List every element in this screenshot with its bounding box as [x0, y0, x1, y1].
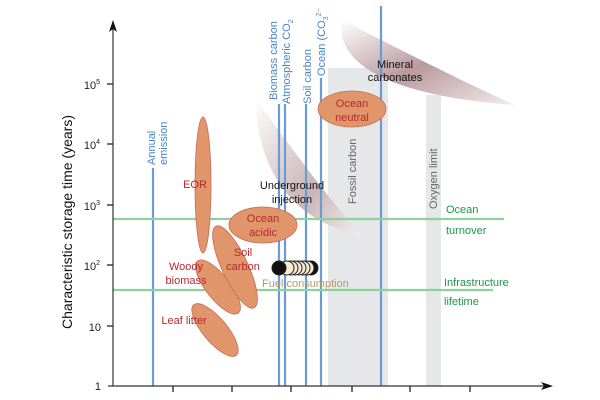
biomass-carbon-label: Biomass carbon [268, 21, 280, 100]
ytick-label: 1 [95, 381, 101, 393]
y-axis-label: Characteristic storage time (years) [59, 115, 75, 329]
ocean-neutral-ellipse [317, 90, 387, 128]
leaf-litter-label: Leaf litter [161, 315, 207, 327]
underground-injection-region [255, 98, 362, 236]
eor-label: EOR [183, 179, 207, 191]
ytick-label: 105 [84, 79, 100, 92]
oxygen-limit-band [426, 95, 441, 386]
ytick-label: 10 [89, 322, 101, 334]
mineral-carbonates-region [341, 20, 515, 105]
ytick-label: 102 [84, 260, 100, 273]
eor-ellipse [194, 116, 212, 254]
fossil-carbon-label: Fossil carbon [347, 139, 359, 204]
fuel-consumption-markers [271, 260, 319, 276]
soil-carbon-ellipse [212, 225, 258, 309]
ytick-label: 103 [84, 200, 100, 213]
atmospheric-co2-label: Atmospheric CO2 [281, 19, 295, 104]
oxygen-limit-label: Oxygen limit [428, 148, 440, 209]
leaf-litter-ellipse [191, 303, 239, 357]
ocean-acidic-ellipse [228, 206, 298, 244]
annual-emission-label: Annualemission [146, 122, 170, 165]
fuel-consumption-label: Fuel consumption [262, 278, 349, 290]
y-axis-arrow-icon [109, 20, 117, 32]
x-axis-arrow-icon [541, 382, 553, 390]
ytick-label: 104 [84, 139, 100, 152]
soil-carbon-label: Soil carbon [302, 49, 314, 104]
ocean-co3-label: Ocean (CO32− [316, 8, 330, 76]
